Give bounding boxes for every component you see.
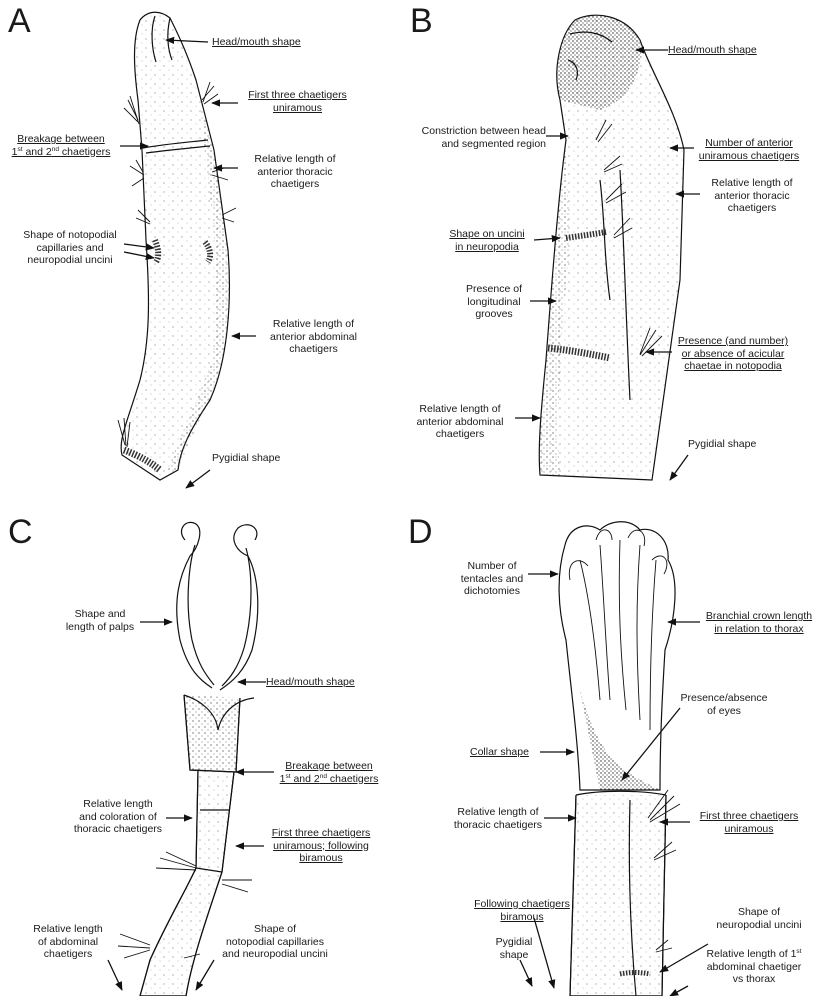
b-label-pygidial-shape: Pygidial shape bbox=[688, 438, 756, 451]
a-label-head-mouth-shape: Head/mouth shape bbox=[212, 36, 301, 49]
b-label-head-mouth-shape: Head/mouth shape bbox=[668, 44, 757, 57]
c-label-breakage: Breakage between 1st and 2nd chaetigers bbox=[270, 760, 388, 785]
d-label-relative-length-abdominal: Relative length of 1st abdominal chaetig… bbox=[694, 948, 814, 986]
panel-letter-b: B bbox=[410, 4, 433, 38]
b-label-acicular-chaetae: Presence (and number)or absence of acicu… bbox=[672, 335, 794, 373]
c-label-head-mouth-shape: Head/mouth shape bbox=[266, 676, 355, 689]
a-label-breakage: Breakage between 1st and 2nd chaetigers bbox=[2, 133, 120, 158]
a-label-pygidial-shape: Pygidial shape bbox=[212, 452, 280, 465]
panel-letter-d: D bbox=[408, 515, 433, 549]
specimen-d bbox=[559, 522, 680, 996]
d-label-collar-shape: Collar shape bbox=[470, 746, 529, 759]
panel-letter-a: A bbox=[8, 4, 31, 38]
panel-letter-c: C bbox=[8, 515, 33, 549]
specimen-b bbox=[539, 15, 684, 480]
